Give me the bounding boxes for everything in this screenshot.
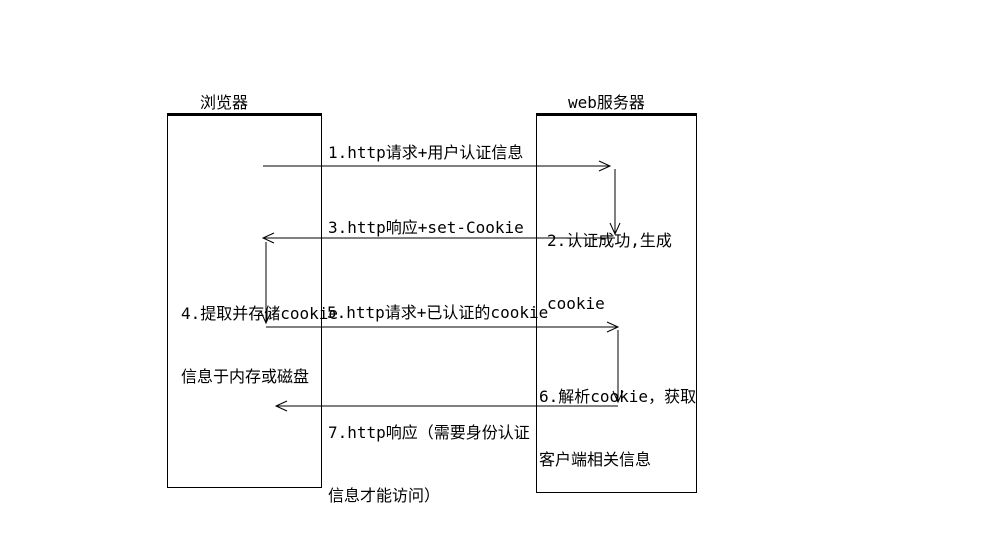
browser-actor-label: 浏览器 bbox=[200, 93, 249, 112]
message-6-label: 6.解析cookie，获取 客户端相关信息 bbox=[539, 344, 696, 512]
message-6-line-1: 6.解析cookie，获取 bbox=[539, 387, 697, 406]
message-2-line-1: 2.认证成功,生成 bbox=[547, 231, 672, 250]
message-6-line-2: 客户端相关信息 bbox=[539, 450, 652, 469]
message-7-line-1: 7.http响应（需要身份认证 bbox=[328, 423, 530, 442]
message-7-line-2: 信息才能访问） bbox=[328, 486, 441, 505]
server-lifeline-box bbox=[536, 113, 697, 493]
message-2-line-2: cookie bbox=[547, 294, 605, 313]
message-5-label: 5.http请求+已认证的cookie bbox=[327, 303, 549, 322]
message-3-label: 3.http响应+set-Cookie bbox=[328, 218, 524, 237]
message-2-label: 2.认证成功,生成 cookie bbox=[547, 188, 672, 356]
message-4-line-1: 4.提取并存储cookie bbox=[181, 304, 339, 323]
message-4-label: 4.提取并存储cookie 信息于内存或磁盘 bbox=[181, 261, 338, 429]
server-actor-label: web服务器 bbox=[568, 93, 645, 112]
message-4-line-2: 信息于内存或磁盘 bbox=[181, 367, 310, 386]
browser-lifeline-box bbox=[167, 113, 322, 488]
message-7-label: 7.http响应（需要身份认证 信息才能访问） bbox=[328, 380, 530, 540]
message-1-label: 1.http请求+用户认证信息 bbox=[328, 143, 524, 162]
